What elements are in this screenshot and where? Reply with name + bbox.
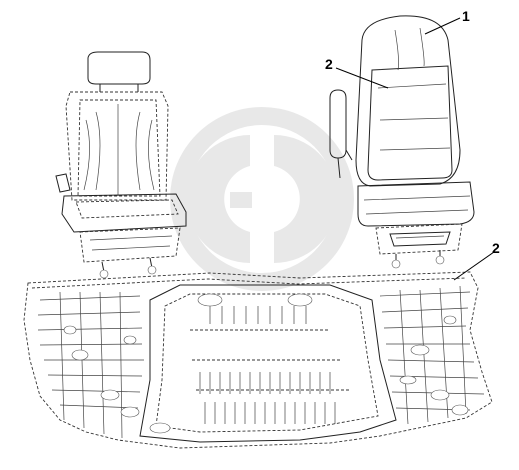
callout-1: 1 <box>424 8 470 35</box>
callout-2-upper: 2 <box>325 56 389 89</box>
floor-pan <box>23 271 493 449</box>
driver-seat-right[interactable] <box>329 15 475 269</box>
gd-logo-watermark <box>170 107 354 291</box>
callout-2-lower: 2 <box>453 240 500 281</box>
callout-label-1: 1 <box>462 8 470 24</box>
callout-label-2-upper: 2 <box>325 56 333 72</box>
callout-label-2-lower: 2 <box>492 240 500 256</box>
passenger-seat-left <box>55 51 187 279</box>
